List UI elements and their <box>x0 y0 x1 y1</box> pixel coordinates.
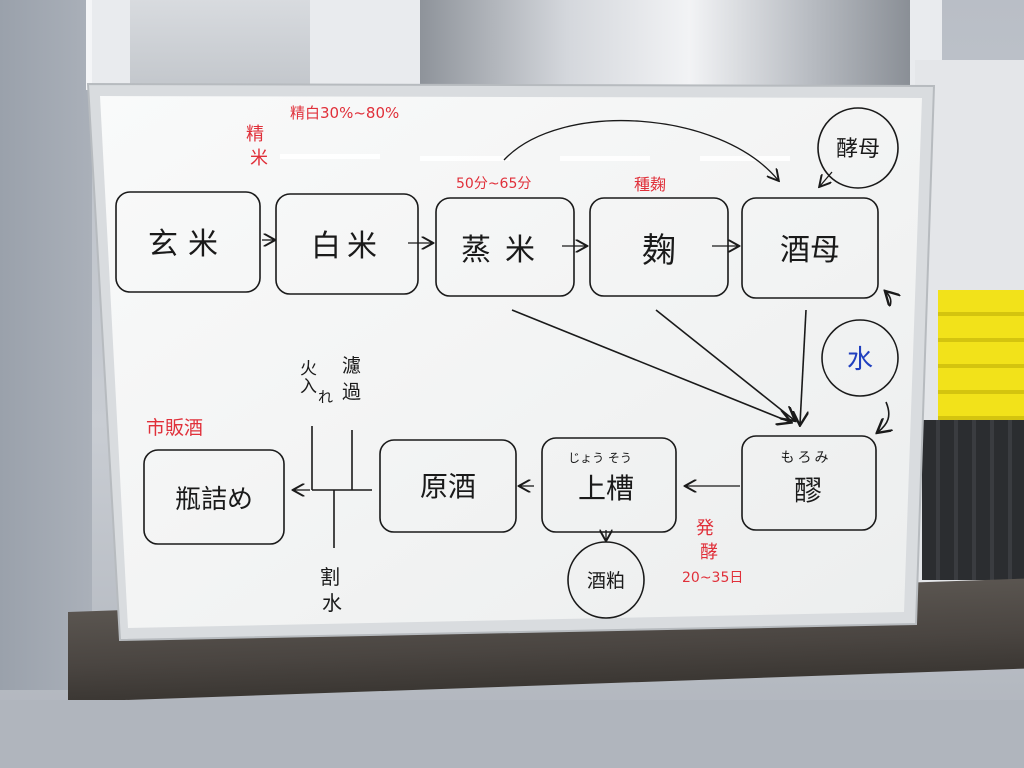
reflection <box>560 156 650 161</box>
box-mushimai <box>435 197 575 297</box>
lower-wall <box>0 700 1024 768</box>
sakekasu-label: 酒粕 <box>587 570 625 592</box>
dark-crates <box>922 420 1024 580</box>
box-genmai <box>115 191 261 293</box>
reflection <box>280 154 380 159</box>
curved-arrow <box>886 292 891 306</box>
steam-annotation: 50分~65分 <box>456 176 531 192</box>
yeast-label: 酵母 <box>836 137 880 162</box>
hakumai-label: 白米 <box>311 229 383 264</box>
koji-label: 麹 <box>642 231 676 271</box>
mushimai-label: 蒸米 <box>461 233 549 268</box>
whiteboard-surface <box>100 96 922 628</box>
fermentation-days: 20~35日 <box>682 570 743 586</box>
top-annotation: 精白30%~80% <box>290 104 399 122</box>
circle-water <box>821 319 899 397</box>
hiire-label: 火 <box>300 359 317 379</box>
circle-yeast <box>817 107 899 189</box>
moromi-reading: もろみ <box>781 450 832 466</box>
moromi-label: 醪 <box>794 474 822 507</box>
fermentation-annotation: 酵 <box>700 542 718 563</box>
hiire-label: れ <box>318 388 333 406</box>
side-annotation: 精 <box>246 124 264 145</box>
left-wall <box>0 0 92 690</box>
background-pipes <box>130 0 310 86</box>
curved-arrow <box>503 120 778 180</box>
warimizu-label: 水 <box>322 591 342 615</box>
reflection <box>700 156 790 161</box>
commercial-label: 市販酒 <box>146 417 203 439</box>
water-label: 水 <box>847 345 873 375</box>
joso-reading: じょう そう <box>568 451 632 465</box>
box-binzume <box>143 449 285 545</box>
arrow <box>655 309 794 420</box>
warimizu-label: 割 <box>320 565 340 589</box>
box-genshu <box>379 439 517 533</box>
arrow <box>511 309 790 422</box>
koji-annotation: 種麹 <box>634 175 666 194</box>
box-moromi <box>741 435 877 531</box>
genmai-label: 玄米 <box>148 227 228 262</box>
genshu-label: 原酒 <box>420 470 476 503</box>
joso-label: 上槽 <box>578 472 634 505</box>
hiire-label: 入 <box>300 377 317 397</box>
shubo-label: 酒母 <box>780 233 840 268</box>
fermentation-annotation: 発 <box>696 518 714 539</box>
reflection <box>420 156 510 161</box>
arrow <box>800 309 806 424</box>
yellow-crates <box>938 290 1024 440</box>
curved-arrow <box>878 401 889 432</box>
binzume-label: 瓶詰め <box>175 485 253 515</box>
side-annotation: 米 <box>250 148 268 169</box>
steel-tank <box>420 0 910 88</box>
roka-label: 過 <box>342 381 361 403</box>
box-shubo <box>741 197 879 299</box>
roka-label: 濾 <box>342 355 361 377</box>
arrow <box>820 171 833 186</box>
